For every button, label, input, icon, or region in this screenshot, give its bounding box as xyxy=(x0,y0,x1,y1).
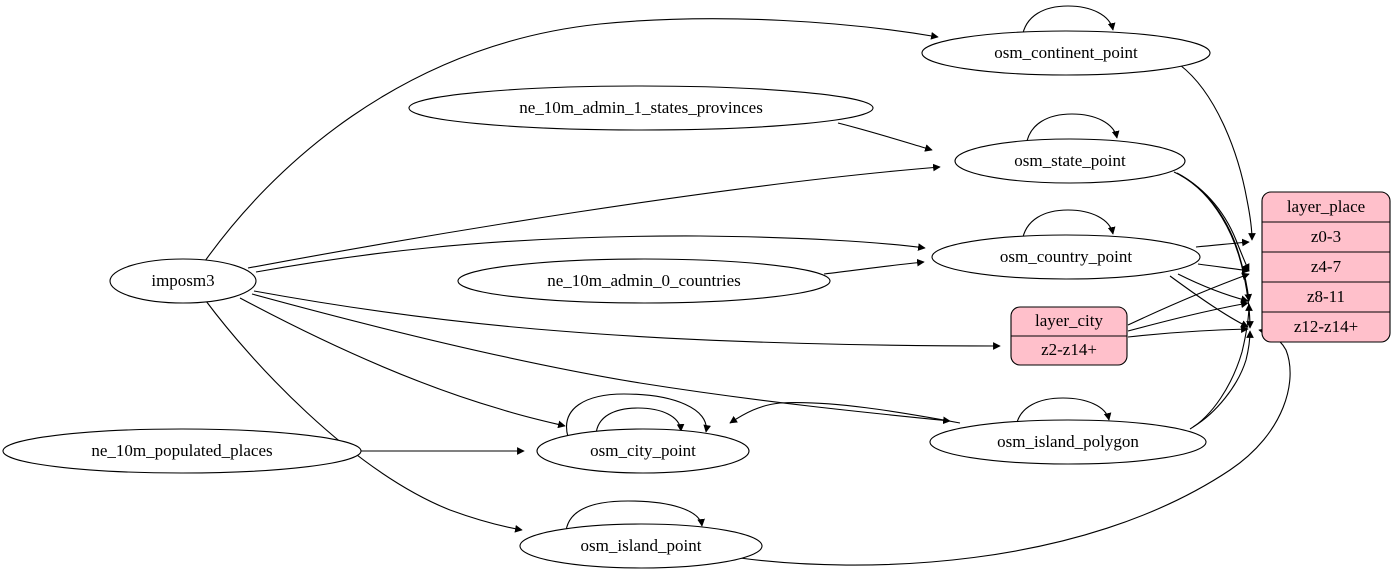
node-osm_state_point[interactable]: osm_state_point xyxy=(954,138,1186,184)
node-osm_country_point-label: osm_country_point xyxy=(1000,247,1132,266)
edge-osm_country_point-to-layer_place-z0-3 xyxy=(1195,238,1250,248)
node-osm_island_polygon[interactable]: osm_island_polygon xyxy=(929,419,1207,465)
edge-layer xyxy=(204,5,1291,566)
self-loop-osm_city_point-inner xyxy=(595,407,685,436)
node-osm_state_point-label: osm_state_point xyxy=(1014,151,1126,170)
node-osm_city_point-label: osm_city_point xyxy=(590,441,696,460)
self-loop-osm_island_polygon xyxy=(1015,397,1112,428)
node-osm_continent_point[interactable]: osm_continent_point xyxy=(921,30,1211,76)
node-imposm3-shape[interactable] xyxy=(109,258,257,304)
record-layer: layer_place z0-3 z4-7 z8-11 z12-z14+ lay… xyxy=(1010,191,1391,366)
node-osm_continent_point-shape[interactable] xyxy=(921,30,1211,76)
node-layer: imposm3 ne_10m_admin_1_states_provinces … xyxy=(2,30,1211,569)
record-layer_place-row-z0-3[interactable]: z0-3 xyxy=(1311,227,1341,246)
node-imposm3[interactable]: imposm3 xyxy=(109,258,257,304)
node-osm_island_polygon-shape[interactable] xyxy=(929,419,1207,465)
record-layer_place-row-z8-11[interactable]: z8-11 xyxy=(1307,287,1345,306)
edge-layer_city-to-layer_place-z4-7 xyxy=(1127,272,1250,326)
node-osm_country_point-shape[interactable] xyxy=(931,234,1201,280)
edge-ne_10m_admin_0_countries-to-osm_country_point xyxy=(823,258,925,275)
edge-osm_state_point-to-layer_place-z12-z14plus xyxy=(1179,174,1254,329)
node-osm_island_point-label: osm_island_point xyxy=(581,536,702,555)
edge-imposm3-to-osm_island_point xyxy=(205,300,523,533)
node-ne_10m_populated_places-label: ne_10m_populated_places xyxy=(91,441,272,460)
edge-imposm3-to-osm_city_point xyxy=(239,297,566,429)
edge-osm_country_point-to-layer_place-z12-z14plus xyxy=(1169,275,1249,328)
self-loop-osm_city_point-outer xyxy=(566,393,711,438)
node-ne_10m_admin_0_countries-shape[interactable] xyxy=(457,258,831,304)
edge-layer_city-to-layer_place-z8-11 xyxy=(1127,300,1249,332)
edge-osm_island_polygon-to-layer_place-z8-11 xyxy=(1189,303,1253,430)
edge-ne_10m_admin_1_states_provinces-to-osm_state_point xyxy=(837,122,933,152)
edge-osm_country_point-to-layer_place-z4-7 xyxy=(1197,263,1250,274)
node-osm_city_point-shape[interactable] xyxy=(536,428,750,474)
record-layer_place[interactable]: layer_place z0-3 z4-7 z8-11 z12-z14+ xyxy=(1261,191,1391,343)
edge-osm_state_point-to-layer_place-z8-11 xyxy=(1176,172,1253,302)
edge-osm_continent_point-to-layer_place-z0-3 xyxy=(1179,64,1256,241)
self-loop-osm_state_point xyxy=(1025,113,1120,147)
node-osm_city_point[interactable]: osm_city_point xyxy=(536,428,750,474)
edge-layer_city-to-layer_place-z12-z14plus xyxy=(1127,325,1249,338)
node-imposm3-label: imposm3 xyxy=(151,271,214,290)
record-layer_place-row-z12-z14plus[interactable]: z12-z14+ xyxy=(1294,317,1358,336)
node-osm_continent_point-label: osm_continent_point xyxy=(994,43,1138,62)
node-osm_country_point[interactable]: osm_country_point xyxy=(931,234,1201,280)
node-ne_10m_populated_places[interactable]: ne_10m_populated_places xyxy=(2,428,362,474)
node-ne_10m_admin_1_states_provinces-label: ne_10m_admin_1_states_provinces xyxy=(519,98,763,117)
node-ne_10m_admin_0_countries[interactable]: ne_10m_admin_0_countries xyxy=(457,258,831,304)
node-osm_island_point-shape[interactable] xyxy=(519,523,763,569)
node-ne_10m_admin_0_countries-label: ne_10m_admin_0_countries xyxy=(547,271,741,290)
edge-imposm3-to-osm_country_point xyxy=(255,235,926,273)
edge-imposm3-to-osm_island_polygon xyxy=(251,293,951,425)
record-layer_place-row-z4-7[interactable]: z4-7 xyxy=(1311,257,1342,276)
self-loop-osm_island_point xyxy=(565,500,705,532)
record-layer_city-row-z2-z14plus[interactable]: z2-z14+ xyxy=(1041,340,1097,359)
edge-osm_island_polygon-to-osm_city_point xyxy=(729,402,961,424)
record-layer_city-row-title: layer_city xyxy=(1035,311,1103,330)
node-ne_10m_admin_1_states_provinces-shape[interactable] xyxy=(408,85,874,131)
node-ne_10m_admin_1_states_provinces[interactable]: ne_10m_admin_1_states_provinces xyxy=(408,85,874,131)
edge-imposm3-to-osm_continent_point xyxy=(204,18,939,262)
record-layer_city[interactable]: layer_city z2-z14+ xyxy=(1010,306,1128,366)
node-osm_state_point-shape[interactable] xyxy=(954,138,1186,184)
edge-imposm3-to-osm_state_point xyxy=(247,163,941,269)
edge-osm_island_point-to-layer_place-z12-z14plus xyxy=(739,328,1291,566)
self-loop-osm_continent_point xyxy=(1021,5,1116,39)
edge-osm_country_point-to-layer_place-z8-11 xyxy=(1177,273,1249,303)
record-layer_place-row-title: layer_place xyxy=(1287,197,1365,216)
edge-osm_island_polygon-to-layer_place-z12-z14plus xyxy=(1192,330,1254,428)
node-ne_10m_populated_places-shape[interactable] xyxy=(2,428,362,474)
self-loop-osm_country_point xyxy=(1021,209,1116,243)
edge-imposm3-to-layer_city xyxy=(253,290,1001,350)
record-layer_place-box[interactable] xyxy=(1261,191,1391,343)
node-osm_island_polygon-label: osm_island_polygon xyxy=(997,432,1139,451)
node-osm_island_point[interactable]: osm_island_point xyxy=(519,523,763,569)
